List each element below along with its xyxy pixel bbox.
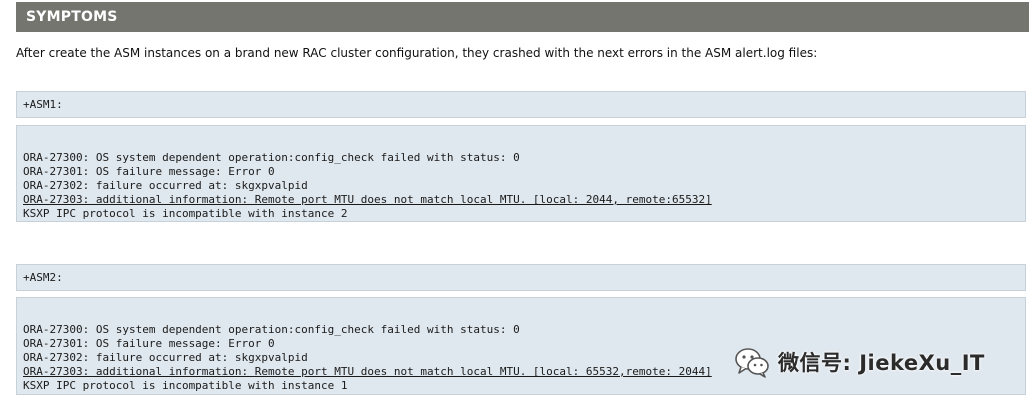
code-line: ORA-27301: OS failure message: Error 0 (23, 337, 275, 350)
watermark-text: 微信号: JiekeXu_IT (778, 351, 985, 375)
error-code-block: ORA-27300: OS system dependent operation… (16, 297, 1026, 395)
code-line: KSXP IPC protocol is incompatible with i… (23, 379, 348, 392)
section-title: SYMPTOMS (26, 9, 118, 25)
code-line: ORA-27300: OS system dependent operation… (23, 323, 520, 336)
code-line: ORA-27302: failure occurred at: skgxpval… (23, 179, 308, 192)
code-line: ORA-27301: OS failure message: Error 0 (23, 165, 275, 178)
intro-paragraph: After create the ASM instances on a bran… (16, 46, 818, 60)
code-line-highlighted: ORA-27303: additional information: Remot… (23, 365, 712, 378)
instance-label-box: +ASM1: (16, 91, 1026, 118)
code-line: ORA-27302: failure occurred at: skgxpval… (23, 351, 308, 364)
instance-label: +ASM2: (23, 271, 63, 284)
code-line-highlighted: ORA-27303: additional information: Remot… (23, 193, 712, 206)
instance-label: +ASM1: (23, 98, 63, 111)
section-header: SYMPTOMS (16, 2, 1029, 32)
wechat-icon (735, 348, 769, 378)
code-line: KSXP IPC protocol is incompatible with i… (23, 207, 348, 220)
code-line: ORA-27300: OS system dependent operation… (23, 151, 520, 164)
instance-label-box: +ASM2: (16, 264, 1026, 291)
watermark: 微信号: JiekeXu_IT (734, 345, 985, 379)
error-code-block: ORA-27300: OS system dependent operation… (16, 125, 1026, 222)
